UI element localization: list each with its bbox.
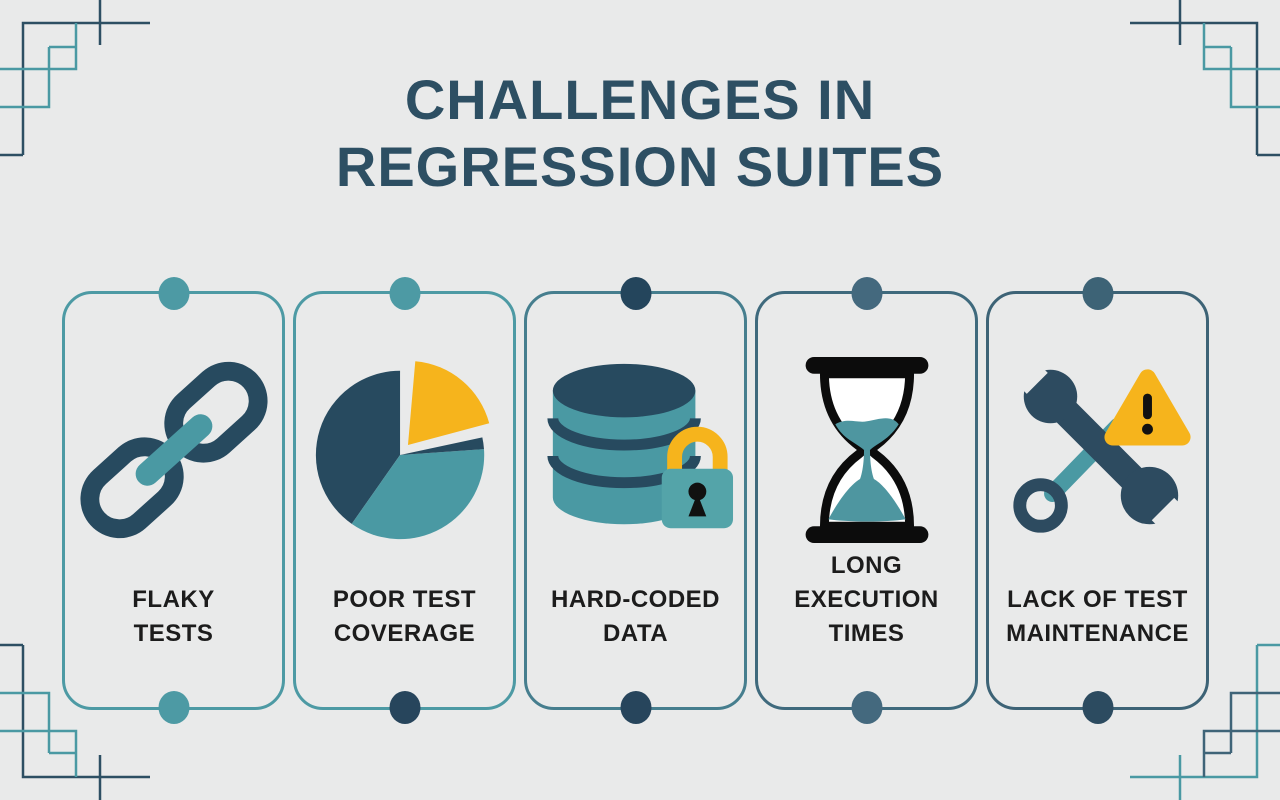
card-top-connector-dot xyxy=(620,277,651,310)
chain-link-icon xyxy=(65,340,282,560)
card-lack-of-test-maintenance: LACK OF TEST MAINTENANCE xyxy=(986,277,1209,724)
card-label-line-2: MAINTENANCE xyxy=(1006,620,1189,647)
card-label-line-1: FLAKY xyxy=(132,586,215,613)
card-bottom-connector-dot xyxy=(389,691,420,724)
card-label: LONG EXECUTION TIMES xyxy=(758,549,975,651)
card-label-line-2: COVERAGE xyxy=(333,620,476,647)
card-label-line-1: HARD-CODED xyxy=(551,586,720,613)
card-long-execution-times: LONG EXECUTION TIMES xyxy=(755,277,978,724)
card-top-connector-dot xyxy=(389,277,420,310)
card-label: HARD-CODED DATA xyxy=(527,583,744,651)
hourglass-icon xyxy=(758,340,975,560)
card-bottom-connector-dot xyxy=(620,691,651,724)
card-label-line-1: POOR TEST xyxy=(332,586,477,613)
card-label-line-1: LONG xyxy=(830,552,903,579)
card-label-line-1: LACK OF TEST xyxy=(1007,586,1188,613)
card-bottom-connector-dot xyxy=(158,691,189,724)
card-bottom-connector-dot xyxy=(851,691,882,724)
wrench-warning-icon xyxy=(989,340,1206,560)
card-top-connector-dot xyxy=(851,277,882,310)
card-flaky-tests: FLAKY TESTS xyxy=(62,277,285,724)
card-label-line-2: DATA xyxy=(602,620,669,647)
database-lock-icon xyxy=(527,340,744,560)
card-bottom-connector-dot xyxy=(1082,691,1113,724)
page-title-line-1: CHALLENGES IN xyxy=(404,68,876,131)
card-label: FLAKY TESTS xyxy=(65,583,282,651)
card-label-line-2: TESTS xyxy=(133,620,214,647)
card-label: POOR TEST COVERAGE xyxy=(296,583,513,651)
card-poor-test-coverage: POOR TEST COVERAGE xyxy=(293,277,516,724)
card-label: LACK OF TEST MAINTENANCE xyxy=(989,583,1206,651)
card-top-connector-dot xyxy=(158,277,189,310)
page-title: CHALLENGES IN REGRESSION SUITES xyxy=(0,66,1280,200)
card-hard-coded-data: HARD-CODED DATA xyxy=(524,277,747,724)
pie-chart-icon xyxy=(296,340,513,560)
challenge-cards-row: FLAKY TESTS POOR TEST COVERAGE xyxy=(62,277,1209,724)
card-top-connector-dot xyxy=(1082,277,1113,310)
card-label-line-2: EXECUTION TIMES xyxy=(794,586,939,647)
page-title-line-2: REGRESSION SUITES xyxy=(335,135,945,199)
